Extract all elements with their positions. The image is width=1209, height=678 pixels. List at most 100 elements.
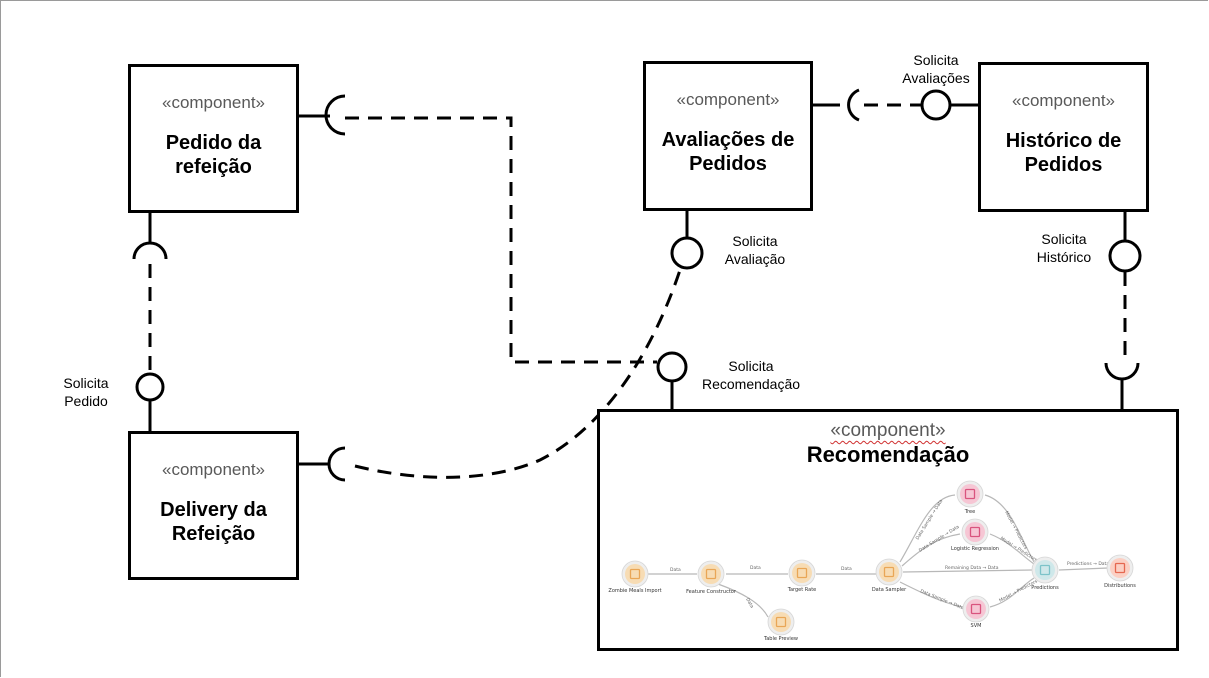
widget-feature xyxy=(697,560,725,588)
solicita-pedido-lollipop xyxy=(135,372,165,402)
component-name: Recomendação xyxy=(806,442,970,467)
widget-distributions xyxy=(1106,554,1134,582)
label-solicita-avaliacao: Solicita Avaliação xyxy=(705,232,805,268)
component-pedido-refeicao[interactable]: «component» Pedido da refeição xyxy=(128,64,299,213)
label-line1: Solicita xyxy=(732,233,778,249)
widget-zombie-icon xyxy=(629,568,641,580)
label-line2: Avaliação xyxy=(724,251,786,267)
label-solicita-historico: Solicita Histórico xyxy=(1020,230,1108,266)
widget-logistic-icon xyxy=(969,526,981,538)
dependency-delivery-avaliacao xyxy=(354,269,682,479)
stereotype-label: «component» xyxy=(676,90,780,109)
widget-logistic xyxy=(961,518,989,546)
solicita-historico-lollipop xyxy=(1108,239,1142,273)
link-label-predictions-distributions: Predictions → Data xyxy=(1067,561,1109,567)
link-predictions-distributions xyxy=(1058,567,1109,571)
widget-predictions-body xyxy=(1035,560,1055,580)
label-solicita-avaliacoes: Solicita Avaliações xyxy=(880,51,992,87)
link-label-feature-target: Data xyxy=(750,565,761,571)
widget-zombie xyxy=(621,560,649,588)
label-line1: Solicita xyxy=(63,375,109,391)
pedido-socket xyxy=(324,94,346,136)
label-line1: Solicita xyxy=(728,358,774,374)
component-delivery-refeicao[interactable]: «component» Delivery da Refeição xyxy=(128,431,299,580)
label-line2: Pedido xyxy=(64,393,108,409)
widget-target-body xyxy=(792,563,812,583)
link-label-zombie-feature: Data xyxy=(670,567,681,573)
widget-feature-icon xyxy=(705,568,717,580)
node-label-feature: Feature Constructor xyxy=(686,589,737,595)
widget-table-icon xyxy=(775,616,787,628)
widget-zombie-body xyxy=(625,564,645,584)
widget-sampler xyxy=(875,558,903,586)
widget-tree-body xyxy=(960,484,980,504)
recomendacao-socket xyxy=(1104,362,1140,381)
widget-svm-icon xyxy=(970,603,982,615)
component-name: Delivery da Refeição xyxy=(160,499,267,545)
label-line2: Histórico xyxy=(1036,249,1092,265)
node-label-target: Target Rate xyxy=(787,587,817,593)
widget-target-icon xyxy=(796,567,808,579)
link-label-sampler-svm: Data Sample → Data xyxy=(919,588,965,611)
link-label-sampler-tree: Data Sample → Data xyxy=(915,498,945,541)
component-recomendacao[interactable]: «component» Recomendação Data Data xyxy=(597,409,1179,651)
component-avaliacoes-pedidos[interactable]: «component» Avaliações de Pedidos xyxy=(643,61,813,211)
widget-tree-icon xyxy=(964,488,976,500)
node-label-sampler: Data Sampler xyxy=(872,587,907,593)
link-label-sampler-predictions: Remaining Data → Data xyxy=(945,565,999,571)
component-name: Pedido da refeição xyxy=(165,132,262,178)
widget-predictions-icon xyxy=(1039,564,1051,576)
link-sampler-predictions xyxy=(902,569,1033,573)
node-label-distributions: Distributions xyxy=(1104,583,1136,589)
node-label-tree: Tree xyxy=(964,509,975,515)
label-line1: Solicita xyxy=(913,52,959,68)
pedido-bottom-socket xyxy=(132,241,168,260)
node-label-table: Table Preview xyxy=(763,636,798,642)
label-line2: Recomendação xyxy=(701,376,801,392)
label-solicita-pedido: Solicita Pedido xyxy=(46,374,126,410)
node-label-logistic: Logistic Regression xyxy=(951,546,999,552)
dependency-pedido-recomendacao xyxy=(345,116,657,364)
link-feature-table xyxy=(717,583,769,618)
component-name: Histórico de Pedidos xyxy=(1005,130,1122,176)
widget-distributions-body xyxy=(1110,558,1130,578)
component-name: Avaliações de Pedidos xyxy=(661,129,795,175)
link-sampler-logistic xyxy=(901,533,961,567)
widget-predictions xyxy=(1031,556,1059,584)
widget-table-body xyxy=(771,612,791,632)
node-label-zombie: Zombie Meals Import xyxy=(608,588,661,594)
widget-svm xyxy=(962,595,990,623)
widget-table xyxy=(767,608,795,636)
widget-svm-body xyxy=(966,599,986,619)
widget-feature-body xyxy=(701,564,721,584)
stereotype-label: «component» xyxy=(830,420,946,441)
stereotype-label: «component» xyxy=(1011,91,1116,110)
widget-target xyxy=(788,559,816,587)
avaliacoes-socket xyxy=(847,88,860,122)
link-tree-predictions xyxy=(984,494,1035,563)
link-label-target-sampler: Data xyxy=(841,566,852,572)
node-label-predictions: Predictions xyxy=(1031,585,1059,591)
stereotype-label: «component» xyxy=(161,93,266,112)
solicita-recomendacao-lollipop xyxy=(656,351,688,383)
link-sampler-tree xyxy=(899,494,956,563)
stereotype-label: «component» xyxy=(161,460,266,479)
link-sampler-svm xyxy=(899,581,963,608)
link-label-feature-table: Data xyxy=(744,597,755,610)
component-historico-pedidos[interactable]: «component» Histórico de Pedidos xyxy=(978,62,1149,212)
widget-sampler-body xyxy=(879,562,899,582)
link-logistic-predictions xyxy=(989,533,1035,565)
solicita-avaliacao-lollipop xyxy=(670,236,704,270)
label-line1: Solicita xyxy=(1041,231,1087,247)
link-svm-predictions xyxy=(989,577,1035,608)
widget-tree xyxy=(956,480,984,508)
label-line2: Avaliações xyxy=(902,70,970,86)
workflow-canvas: Data Data Data Data Data Sample → Data D… xyxy=(608,480,1136,642)
delivery-socket xyxy=(327,446,346,482)
label-solicita-recomendacao: Solicita Recomendação xyxy=(690,357,812,393)
widget-logistic-body xyxy=(965,522,985,542)
widget-distributions-icon xyxy=(1114,562,1126,574)
